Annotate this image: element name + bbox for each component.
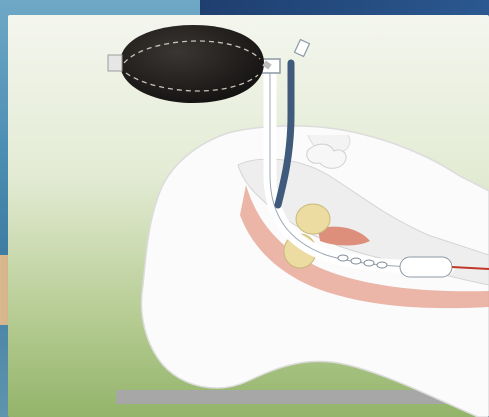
distal-cuff	[400, 257, 452, 277]
upper-cuff	[296, 204, 330, 234]
airway-illustration	[8, 15, 489, 417]
bulb-connector	[264, 63, 270, 67]
illustration-panel	[8, 15, 489, 417]
inflation-bulb-icon	[120, 25, 264, 103]
bulb-inlet	[108, 55, 122, 71]
